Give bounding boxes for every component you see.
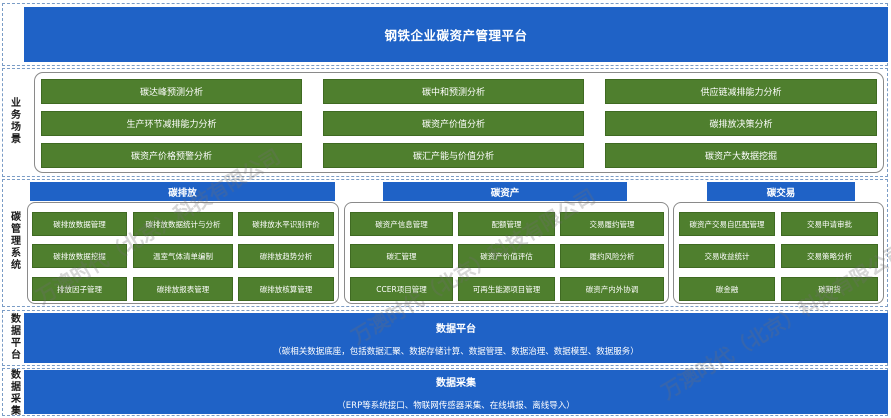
business-item[interactable]: 碳资产大数据挖掘: [605, 143, 877, 168]
business-item[interactable]: 碳资产价值分析: [323, 111, 584, 136]
data-collect-subtitle: （ERP等系统接口、物联网传感器采集、在线填报、离线导入）: [337, 400, 575, 411]
platform-title: 钢铁企业碳资产管理平台: [384, 28, 528, 43]
data-collect-block: 数据采集 （ERP等系统接口、物联网传感器采集、在线填报、离线导入）: [24, 370, 888, 414]
business-item[interactable]: 碳汇产能与价值分析: [323, 143, 584, 168]
business-item[interactable]: 碳排放决策分析: [605, 111, 877, 136]
asset-item[interactable]: 履约风险分析: [560, 244, 664, 268]
emission-item[interactable]: 碳排放数据挖掘: [32, 244, 127, 268]
emission-item[interactable]: 碳排放趋势分析: [238, 244, 334, 268]
emission-item[interactable]: 碳排放数据统计与分析: [133, 212, 233, 236]
business-item[interactable]: 生产环节减排能力分析: [41, 111, 302, 136]
business-item[interactable]: 碳资产价格预警分析: [41, 143, 302, 168]
business-frame: [2, 68, 888, 177]
emission-item[interactable]: 碳排放报表管理: [133, 277, 233, 301]
business-item[interactable]: 碳中和预测分析: [323, 79, 584, 104]
collect-side-label: 数据采集: [11, 370, 21, 417]
emission-item[interactable]: 排放因子管理: [32, 277, 127, 301]
trading-item[interactable]: 交易申请审批: [781, 212, 878, 236]
trading-item[interactable]: 交易收益统计: [679, 244, 775, 268]
emission-item[interactable]: 碳排放核算管理: [238, 277, 334, 301]
business-item[interactable]: 供应链减排能力分析: [605, 79, 877, 104]
data-platform-title: 数据平台: [436, 323, 476, 335]
asset-item[interactable]: 碳汇管理: [350, 244, 453, 268]
data-platform-block: 数据平台 （碳相关数据底座，包括数据汇聚、数据存储计算、数据管理、数据治理、数据…: [24, 313, 888, 363]
emission-item[interactable]: 温室气体清单编制: [133, 244, 233, 268]
management-side-label: 碳管理系统: [11, 212, 21, 271]
business-side-label: 业务场景: [11, 98, 21, 145]
asset-item[interactable]: CCER项目管理: [350, 277, 453, 301]
asset-item[interactable]: 碳资产信息管理: [350, 212, 453, 236]
emission-column-header: 碳排放: [30, 182, 335, 201]
business-item[interactable]: 碳达峰预测分析: [41, 79, 302, 104]
management-frame: [2, 179, 888, 307]
asset-item[interactable]: 配额管理: [458, 212, 555, 236]
emission-item[interactable]: 碳排放数据管理: [32, 212, 127, 236]
platform-side-label: 数据平台: [11, 314, 21, 361]
asset-item[interactable]: 碳资产价值评估: [458, 244, 555, 268]
asset-item[interactable]: 碳资产内外协调: [560, 277, 664, 301]
trading-item[interactable]: 交易策略分析: [781, 244, 878, 268]
data-platform-subtitle: （碳相关数据底座，包括数据汇聚、数据存储计算、数据管理、数据治理、数据模型、数据…: [273, 346, 639, 357]
trading-item[interactable]: 碳资产交易自匹配管理: [679, 212, 775, 236]
trading-item[interactable]: 碳金融: [679, 277, 775, 301]
trading-item[interactable]: 碳期货: [781, 277, 878, 301]
asset-column-header: 碳资产: [383, 182, 627, 201]
trading-column-header: 碳交易: [707, 182, 855, 201]
asset-item[interactable]: 可再生能源项目管理: [458, 277, 555, 301]
platform-title-bar: 钢铁企业碳资产管理平台: [24, 7, 888, 62]
data-collect-title: 数据采集: [436, 377, 476, 389]
emission-item[interactable]: 碳排放水平识别评价: [238, 212, 334, 236]
asset-item[interactable]: 交易履约管理: [560, 212, 664, 236]
